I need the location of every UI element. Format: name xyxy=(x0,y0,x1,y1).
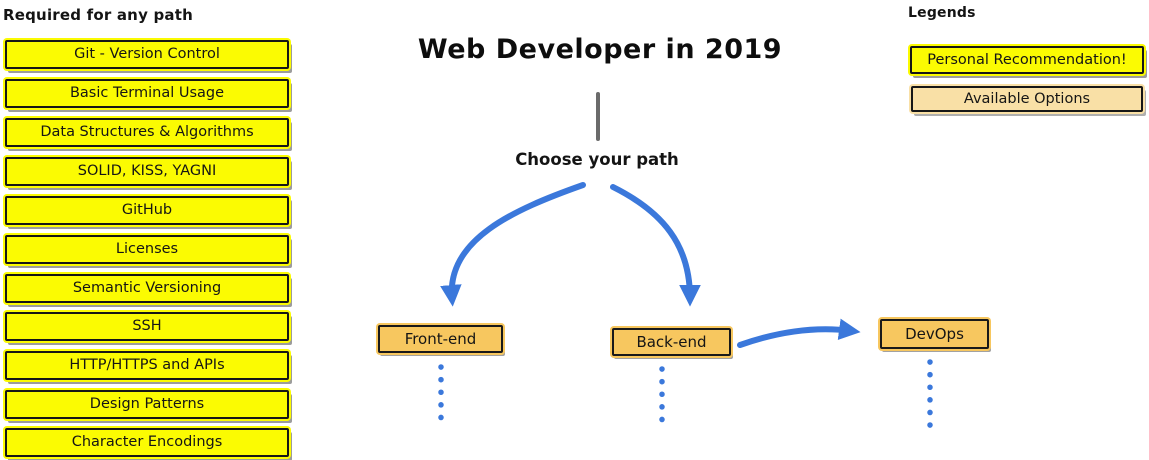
legend-available-options: Available Options xyxy=(911,86,1143,112)
topic-box-solid-kiss-yagni: SOLID, KISS, YAGNI xyxy=(5,157,289,186)
topic-box-semantic-versioning: Semantic Versioning xyxy=(5,274,289,303)
topic-box-licenses: Licenses xyxy=(5,235,289,264)
arrow-to-backend xyxy=(610,184,701,307)
topic-box-git: Git - Version Control xyxy=(5,40,289,69)
topic-box-ssh: SSH xyxy=(5,312,289,341)
topic-box-character-encodings: Character Encodings xyxy=(5,428,289,457)
topic-box-terminal: Basic Terminal Usage xyxy=(5,79,289,108)
required-section-heading: Required for any path xyxy=(3,6,193,24)
divider-line xyxy=(596,92,600,141)
choose-your-path-label: Choose your path xyxy=(515,150,679,169)
legends-heading: Legends xyxy=(908,5,976,21)
topic-box-http-apis: HTTP/HTTPS and APIs xyxy=(5,351,289,380)
topic-box-github: GitHub xyxy=(5,196,289,225)
topic-box-data-structures: Data Structures & Algorithms xyxy=(5,118,289,147)
path-node-frontend: Front-end xyxy=(378,325,503,353)
arrow-to-frontend xyxy=(440,182,586,307)
path-node-backend: Back-end xyxy=(612,328,731,356)
topic-box-design-patterns: Design Patterns xyxy=(5,390,289,419)
path-node-devops: DevOps xyxy=(880,319,989,349)
legend-personal-recommendation: Personal Recommendation! xyxy=(910,46,1144,74)
arrow-backend-to-devops xyxy=(737,318,861,348)
page-title: Web Developer in 2019 xyxy=(417,34,783,65)
